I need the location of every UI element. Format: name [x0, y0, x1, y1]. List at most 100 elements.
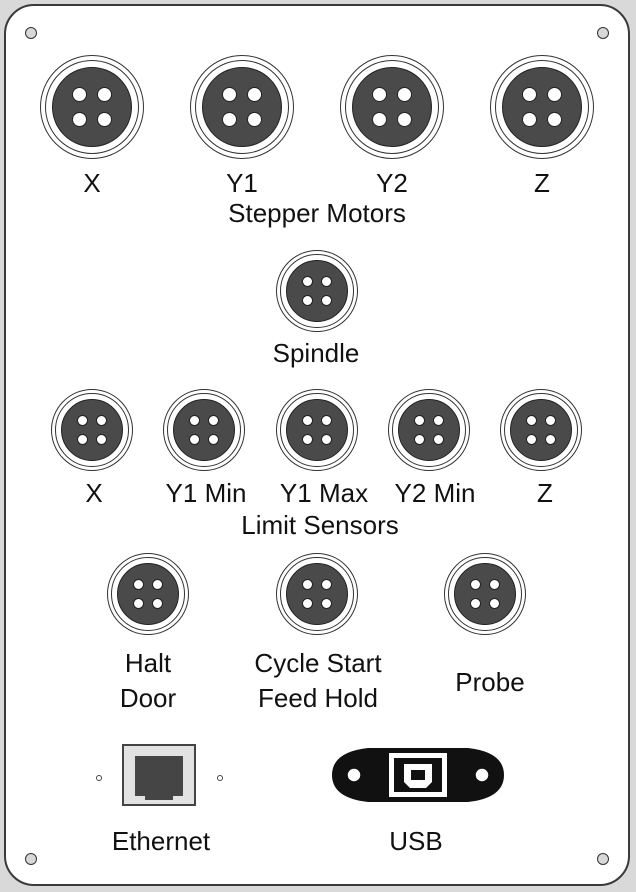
stepper-x-connector-icon: [40, 55, 144, 159]
connector-pin: [133, 579, 145, 591]
probe-label: Probe: [455, 667, 525, 697]
connector-pin: [320, 597, 332, 609]
limit-x-label: X: [85, 478, 103, 508]
connector-face: [173, 399, 235, 461]
connector-pin: [96, 111, 112, 127]
limit-y1-min-label: Y1 Min: [165, 478, 247, 508]
probe-connector-icon: [444, 553, 526, 635]
connector-pin: [546, 87, 562, 103]
connector-pin: [151, 597, 163, 609]
stepper-x-label: X: [83, 168, 101, 198]
rj45-tab: [145, 792, 173, 800]
limit-y2-min-connector-icon: [388, 389, 470, 471]
connector-face: [61, 399, 123, 461]
limit-z-connector-icon: [500, 389, 582, 471]
connector-face: [202, 67, 282, 147]
connector-pin: [526, 415, 538, 427]
connector-face: [502, 67, 582, 147]
connector-pin: [396, 111, 412, 127]
connector-pin: [320, 579, 332, 591]
connector-pin: [372, 87, 388, 103]
connector-pin: [546, 111, 562, 127]
connector-pin: [414, 433, 426, 445]
limit-x-connector-icon: [51, 389, 133, 471]
connector-pin: [189, 415, 201, 427]
stepper-motors-title: Stepper Motors: [228, 198, 406, 228]
halt-door-connector-icon: [107, 553, 189, 635]
stepper-z-label: Z: [534, 168, 550, 198]
screw-icon: [25, 27, 37, 39]
screw-icon: [597, 853, 609, 865]
connector-pin: [77, 415, 89, 427]
connector-pin: [189, 433, 201, 445]
connector-pin: [302, 415, 314, 427]
connector-pin: [72, 87, 88, 103]
connector-pin: [302, 433, 314, 445]
stepper-y2-connector-icon: [340, 55, 444, 159]
screw-icon: [25, 853, 37, 865]
connector-pin: [470, 597, 482, 609]
spindle-connector-icon: [276, 250, 358, 332]
connector-pin: [488, 597, 500, 609]
cycle-start-connector-icon: [276, 553, 358, 635]
connector-pin: [77, 433, 89, 445]
limit-y1-max-label: Y1 Max: [279, 478, 369, 508]
connector-pin: [544, 433, 556, 445]
usb-label: USB: [389, 826, 443, 856]
halt-door-label: Halt Door: [120, 646, 176, 716]
ethernet-label: Ethernet: [111, 826, 211, 856]
connector-face: [398, 399, 460, 461]
ethernet-port-icon: [122, 744, 196, 806]
connector-face: [352, 67, 432, 147]
connector-pin: [526, 433, 538, 445]
connector-pin: [320, 294, 332, 306]
connector-pin: [488, 579, 500, 591]
limit-y1-max-connector-icon: [276, 389, 358, 471]
connector-pin: [72, 111, 88, 127]
connector-pin: [432, 433, 444, 445]
connector-pin: [246, 111, 262, 127]
connector-pin: [522, 87, 538, 103]
door-label: Door: [119, 683, 177, 714]
connector-pin: [302, 597, 314, 609]
connector-pin: [302, 294, 314, 306]
connector-pin: [207, 415, 219, 427]
connector-pin: [302, 276, 314, 288]
cycle-start-feed-hold-label: Cycle Start Feed Hold: [254, 646, 381, 716]
connector-pin: [320, 276, 332, 288]
connector-pin: [207, 433, 219, 445]
connector-face: [286, 260, 348, 322]
stepper-y1-connector-icon: [190, 55, 294, 159]
stepper-z-connector-icon: [490, 55, 594, 159]
led-icon: [217, 775, 223, 781]
connector-pin: [372, 111, 388, 127]
feed-hold-label: Feed Hold: [258, 683, 378, 714]
connector-pin: [95, 433, 107, 445]
connector-pin: [302, 579, 314, 591]
screw-icon: [597, 27, 609, 39]
connector-pin: [432, 415, 444, 427]
limit-y1-min-connector-icon: [163, 389, 245, 471]
connector-pin: [320, 433, 332, 445]
limit-z-label: Z: [537, 478, 553, 508]
limit-y2-min-label: Y2 Min: [394, 478, 476, 508]
connector-pin: [246, 87, 262, 103]
connector-pin: [96, 87, 112, 103]
cycle-start-label: Cycle Start: [254, 648, 382, 678]
rj45-socket: [135, 756, 183, 796]
stepper-y2-label: Y2: [376, 168, 408, 198]
connector-pin: [95, 415, 107, 427]
connector-face: [454, 563, 516, 625]
connector-pin: [320, 415, 332, 427]
connector-pin: [133, 597, 145, 609]
connector-face: [286, 399, 348, 461]
stepper-y1-label: Y1: [226, 168, 258, 198]
connector-pin: [396, 87, 412, 103]
connector-pin: [470, 579, 482, 591]
connector-pin: [222, 111, 238, 127]
usb-port-icon: [332, 748, 504, 802]
connector-pin: [544, 415, 556, 427]
connector-face: [117, 563, 179, 625]
led-icon: [96, 775, 102, 781]
halt-label: Halt: [124, 648, 172, 678]
